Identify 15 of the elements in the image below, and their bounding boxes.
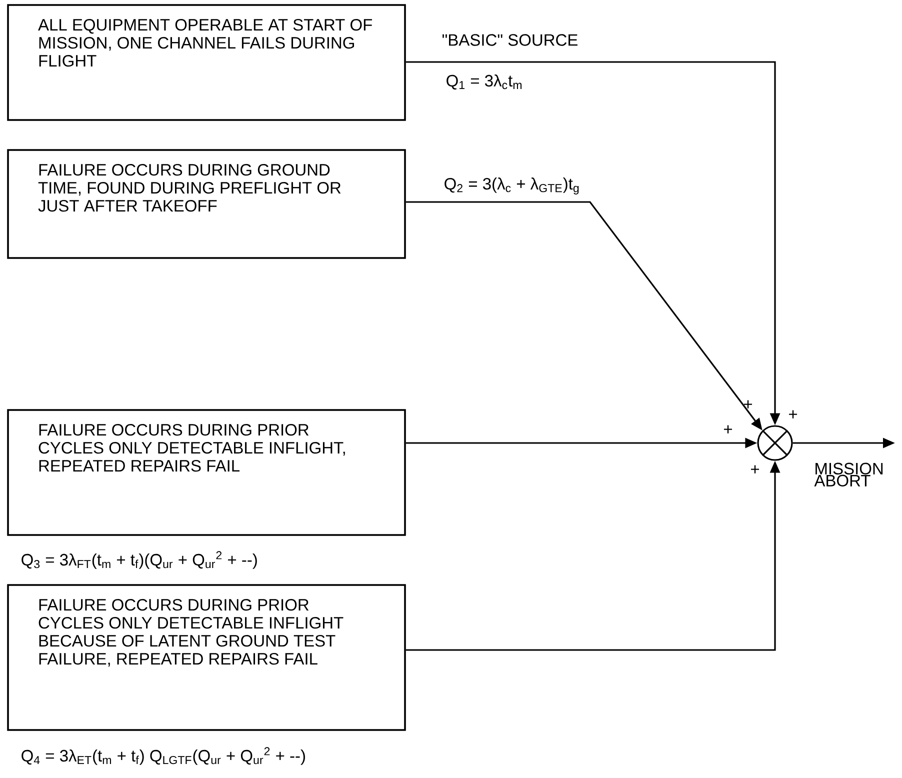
plus-sign: + bbox=[750, 465, 759, 474]
text-box: FAILURE OCCURS DURING PRIOR CYCLES ONLY DETECTABLE INFLIGHT, REPEATED REPAIRS FAIL bbox=[7, 409, 406, 536]
text-box: ALL EQUIPMENT OPERABLE AT START OF MISSION, ONE CHANNEL FAILS DURING FLIGHT bbox=[7, 4, 406, 121]
plus-sign: + bbox=[744, 400, 752, 408]
formula-label: Q$_{1}$ = 3λ$_{c}$t$_{m}$ bbox=[446, 74, 522, 90]
output-label: MISSION ABORT bbox=[814, 462, 883, 486]
text-box: FAILURE OCCURS DURING GROUND TIME, FOUND DURING PREFLIGHT OR JUST AFTER TAKEOFF bbox=[7, 149, 406, 259]
text-box: FAILURE OCCURS DURING PRIOR CYCLES ONLY DETECTABLE INFLIGHT BECAUSE OF LATENT GROUND TEST FAILURE, REPEATED REPAIRS FAIL bbox=[7, 584, 406, 731]
plus-sign: + bbox=[788, 410, 797, 418]
edge-label: "BASIC" SOURCE bbox=[440, 33, 580, 47]
plus-sign: + bbox=[724, 425, 732, 434]
edge-label: Q$_{2}$ = 3(λ$_{c}$ + λ$_{GTE}$)t$_{g}$ bbox=[442, 176, 581, 196]
summing-junction bbox=[757, 425, 793, 461]
formula-label: Q$_{3}$ = 3λ$_{FT}$(t$_{m}$ + t$_{f}$)(Q$_{ur}$ + Q$_{ur}$$^{2}$ + --) bbox=[22, 551, 257, 569]
formula-label: Q$_{4}$ = 3λ$_{ET}$(t$_{m}$ + t$_{f}$) Q$_{LGTF}$(Q$_{ur}$ + Q$_{ur}$$^{2}$ + --) bbox=[22, 747, 305, 765]
